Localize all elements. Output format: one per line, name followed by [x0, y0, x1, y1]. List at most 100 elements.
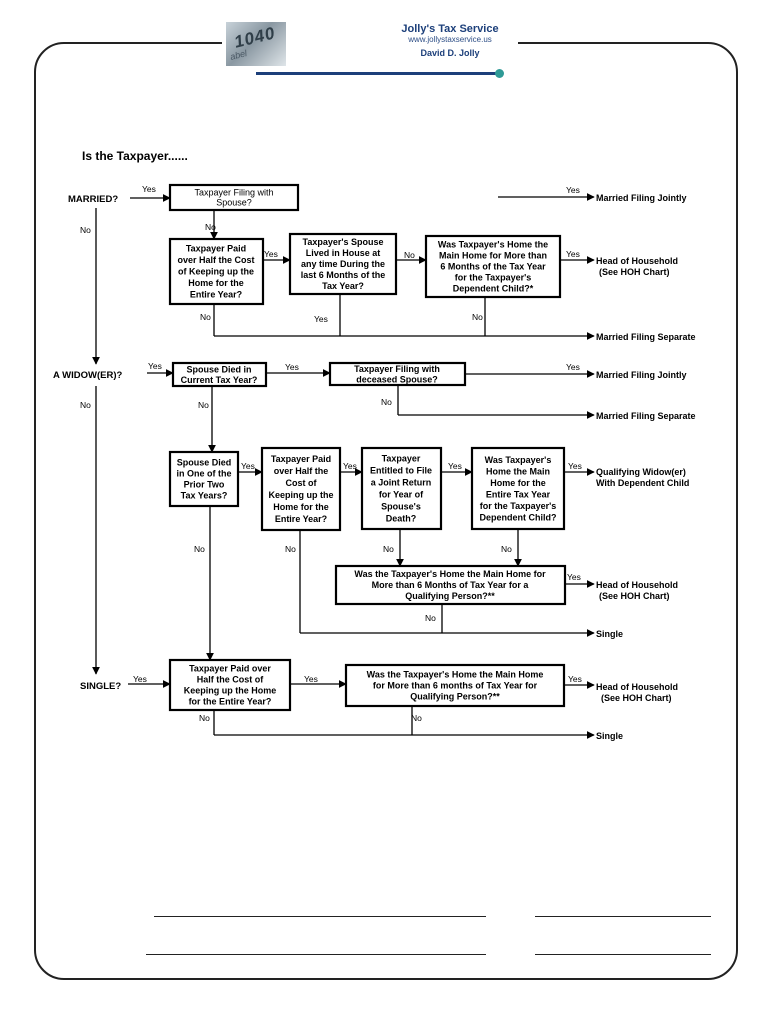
yes-label: Yes: [314, 314, 328, 324]
date-line: [535, 916, 711, 917]
node-text-line: More than 6 Months of Tax Year for a: [372, 580, 530, 590]
yes-label: Yes: [148, 361, 162, 371]
outcome-qualifying-widower: Qualifying Widow(er)With Dependent Child: [596, 467, 689, 488]
node-text-line: Tax Years?: [181, 491, 228, 501]
yes-label: Yes: [566, 362, 580, 372]
node-text-line: Taxpayer Paid: [186, 244, 246, 254]
node-text-line: last 6 Months of the: [301, 270, 386, 280]
logo-1040-form-image: 1040 abel: [226, 22, 286, 66]
box-married-home-dependent: [424, 234, 562, 299]
node-text-line: for Year of: [379, 490, 424, 500]
yes-label: Yes: [285, 362, 299, 372]
header-rule: [256, 72, 498, 75]
node-text-line: Lived in House at: [306, 248, 381, 258]
outcome-married-filing-separate: Married Filing Separate: [596, 411, 696, 421]
node-text-line: Death?: [386, 514, 417, 524]
signature-line: [146, 954, 486, 955]
yes-label: Yes: [568, 461, 582, 471]
no-label: No: [383, 544, 394, 554]
node-text-line: a Joint Return: [371, 478, 432, 488]
heading: Is the Taxpayer......: [82, 149, 188, 163]
node-text-line: of Keeping up the: [178, 267, 254, 277]
node-text-line: Taxpayer Filing with: [354, 364, 440, 374]
node-text-line: over Half the Cost: [177, 255, 254, 265]
box-married-filing-with-spouse: [168, 183, 300, 212]
yes-label: Yes: [448, 461, 462, 471]
yes-label: Yes: [142, 184, 156, 194]
yes-label: Yes: [133, 674, 147, 684]
box-widow-died-prior-two: [168, 450, 240, 508]
yes-label: Yes: [568, 674, 582, 684]
box-widow-qualifying-person: [334, 564, 567, 606]
yes-label: Yes: [567, 572, 581, 582]
section-widower: A WIDOW(ER)?: [53, 370, 122, 381]
node-text-line: Taxpayer Filing with: [194, 188, 273, 198]
no-label: No: [425, 613, 436, 623]
node-text-line: for the Taxpayer's: [480, 501, 557, 511]
no-label: No: [205, 222, 216, 232]
no-label: No: [472, 312, 483, 322]
node-text-line: Half the Cost of: [197, 675, 265, 685]
node-text-line: Entire Year?: [190, 290, 242, 300]
yes-label: Yes: [304, 674, 318, 684]
company-owner: David D. Jolly: [420, 48, 480, 58]
no-label: No: [404, 250, 415, 260]
node-text-line: deceased Spouse?: [356, 374, 438, 384]
no-label: No: [501, 544, 512, 554]
section-married: MARRIED?: [68, 194, 118, 205]
outcome-married-filing-separate: Married Filing Separate: [596, 332, 696, 342]
no-label: No: [80, 225, 91, 235]
node-text-line: Cost of: [286, 478, 318, 488]
yes-label: Yes: [241, 461, 255, 471]
node-text-line: Was the Taxpayer's Home the Main Home fo…: [354, 569, 546, 579]
node-text-line: Qualifying Person?**: [405, 591, 495, 601]
node-text-line: for the Taxpayer's: [455, 273, 532, 283]
outcome-single: Single: [596, 731, 623, 741]
box-widow-filing-with-deceased: [328, 361, 467, 387]
node-text-line: Prior Two: [184, 480, 225, 490]
node-text-line: Entitled to File: [370, 466, 432, 476]
node-text-line: Entire Year?: [275, 514, 327, 524]
node-text-line: Taxpayer Paid: [271, 454, 331, 464]
node-text-line: Spouse Died in: [186, 364, 251, 374]
box-widow-spouse-died-current: [171, 361, 268, 388]
node-text-line: Main Home for More than: [439, 251, 547, 261]
no-label: No: [381, 397, 392, 407]
company-name: Jolly's Tax Service: [401, 23, 499, 35]
node-text-line: Entire Tax Year: [486, 489, 551, 499]
outcome-head-of-household: Head of Household(See HOH Chart): [596, 580, 678, 601]
node-text-line: Was Taxpayer's Home the: [438, 240, 548, 250]
box-married-paid-half-cost: [168, 237, 265, 306]
no-label: No: [200, 312, 211, 322]
node-text-line: for More than 6 months of Tax Year for: [373, 681, 538, 691]
outcome-married-filing-jointly: Married Filing Jointly: [596, 370, 687, 380]
box-single-qualifying-person: [344, 663, 566, 708]
node-text-line: Spouse Died: [177, 458, 232, 468]
header-dot: [495, 69, 504, 78]
outcome-head-of-household: Head of Household(See HOH Chart): [596, 682, 678, 703]
no-label: No: [198, 400, 209, 410]
box-widow-home-dependent: [470, 446, 566, 531]
node-text-line: Dependent Child?: [480, 513, 557, 523]
yes-label: Yes: [566, 249, 580, 259]
outcome-married-filing-jointly: Married Filing Jointly: [596, 193, 687, 203]
node-text-line: Was Taxpayer's: [485, 455, 552, 465]
node-text-line: Was the Taxpayer's Home the Main Home: [367, 670, 544, 680]
yes-label: Yes: [566, 185, 580, 195]
node-text-line: Keeping up the Home: [184, 686, 277, 696]
node-text-line: over Half the: [274, 466, 329, 476]
section-single: SINGLE?: [80, 681, 121, 692]
node-text-line: Home for the: [490, 478, 546, 488]
node-text-line: Current Tax Year?: [181, 375, 258, 385]
node-text-line: Taxpayer's Spouse: [302, 237, 383, 247]
node-text-line: for the Entire Year?: [189, 697, 272, 707]
